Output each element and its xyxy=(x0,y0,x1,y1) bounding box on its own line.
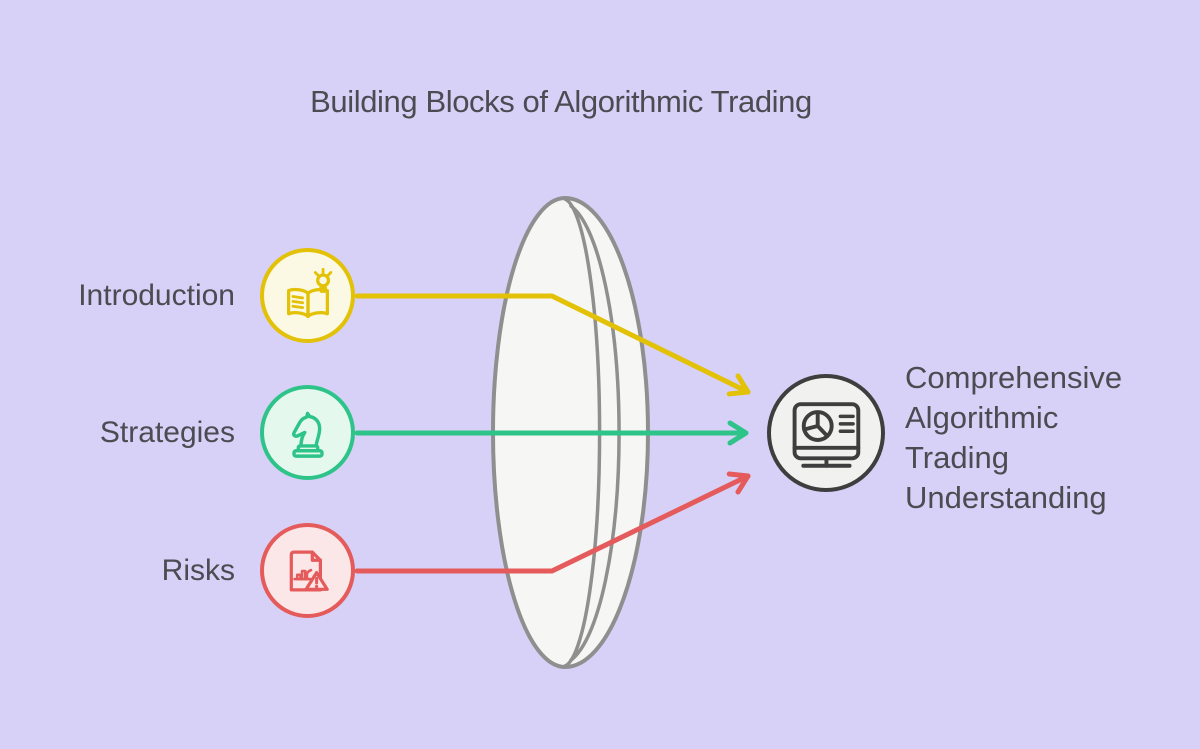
label-strategies: Strategies xyxy=(99,416,235,449)
arrow-risks xyxy=(354,471,751,574)
strategies-node xyxy=(260,385,355,480)
risks-node xyxy=(260,523,355,618)
page-title: Building Blocks of Algorithmic Trading xyxy=(310,84,812,119)
result-label: Comprehensive Algorithmic Trading Unders… xyxy=(905,360,1123,515)
arrow-introduction xyxy=(354,293,751,397)
open-book-lightbulb-icon xyxy=(286,267,332,318)
arrow-strategies xyxy=(354,420,749,446)
introduction-node xyxy=(260,248,355,343)
arrow-strategies-head xyxy=(727,420,749,446)
arrow-introduction-head xyxy=(726,373,751,397)
arrow-introduction-line xyxy=(354,293,751,395)
arrow-risks-head xyxy=(726,471,751,495)
arrow-risks-line xyxy=(354,473,751,574)
risk-report-warning-icon xyxy=(289,550,329,591)
result-node xyxy=(767,374,885,492)
analytics-monitor-icon xyxy=(792,402,861,468)
label-risks: Risks xyxy=(161,554,235,587)
label-introduction: Introduction xyxy=(78,279,235,312)
chess-knight-icon xyxy=(291,411,324,458)
